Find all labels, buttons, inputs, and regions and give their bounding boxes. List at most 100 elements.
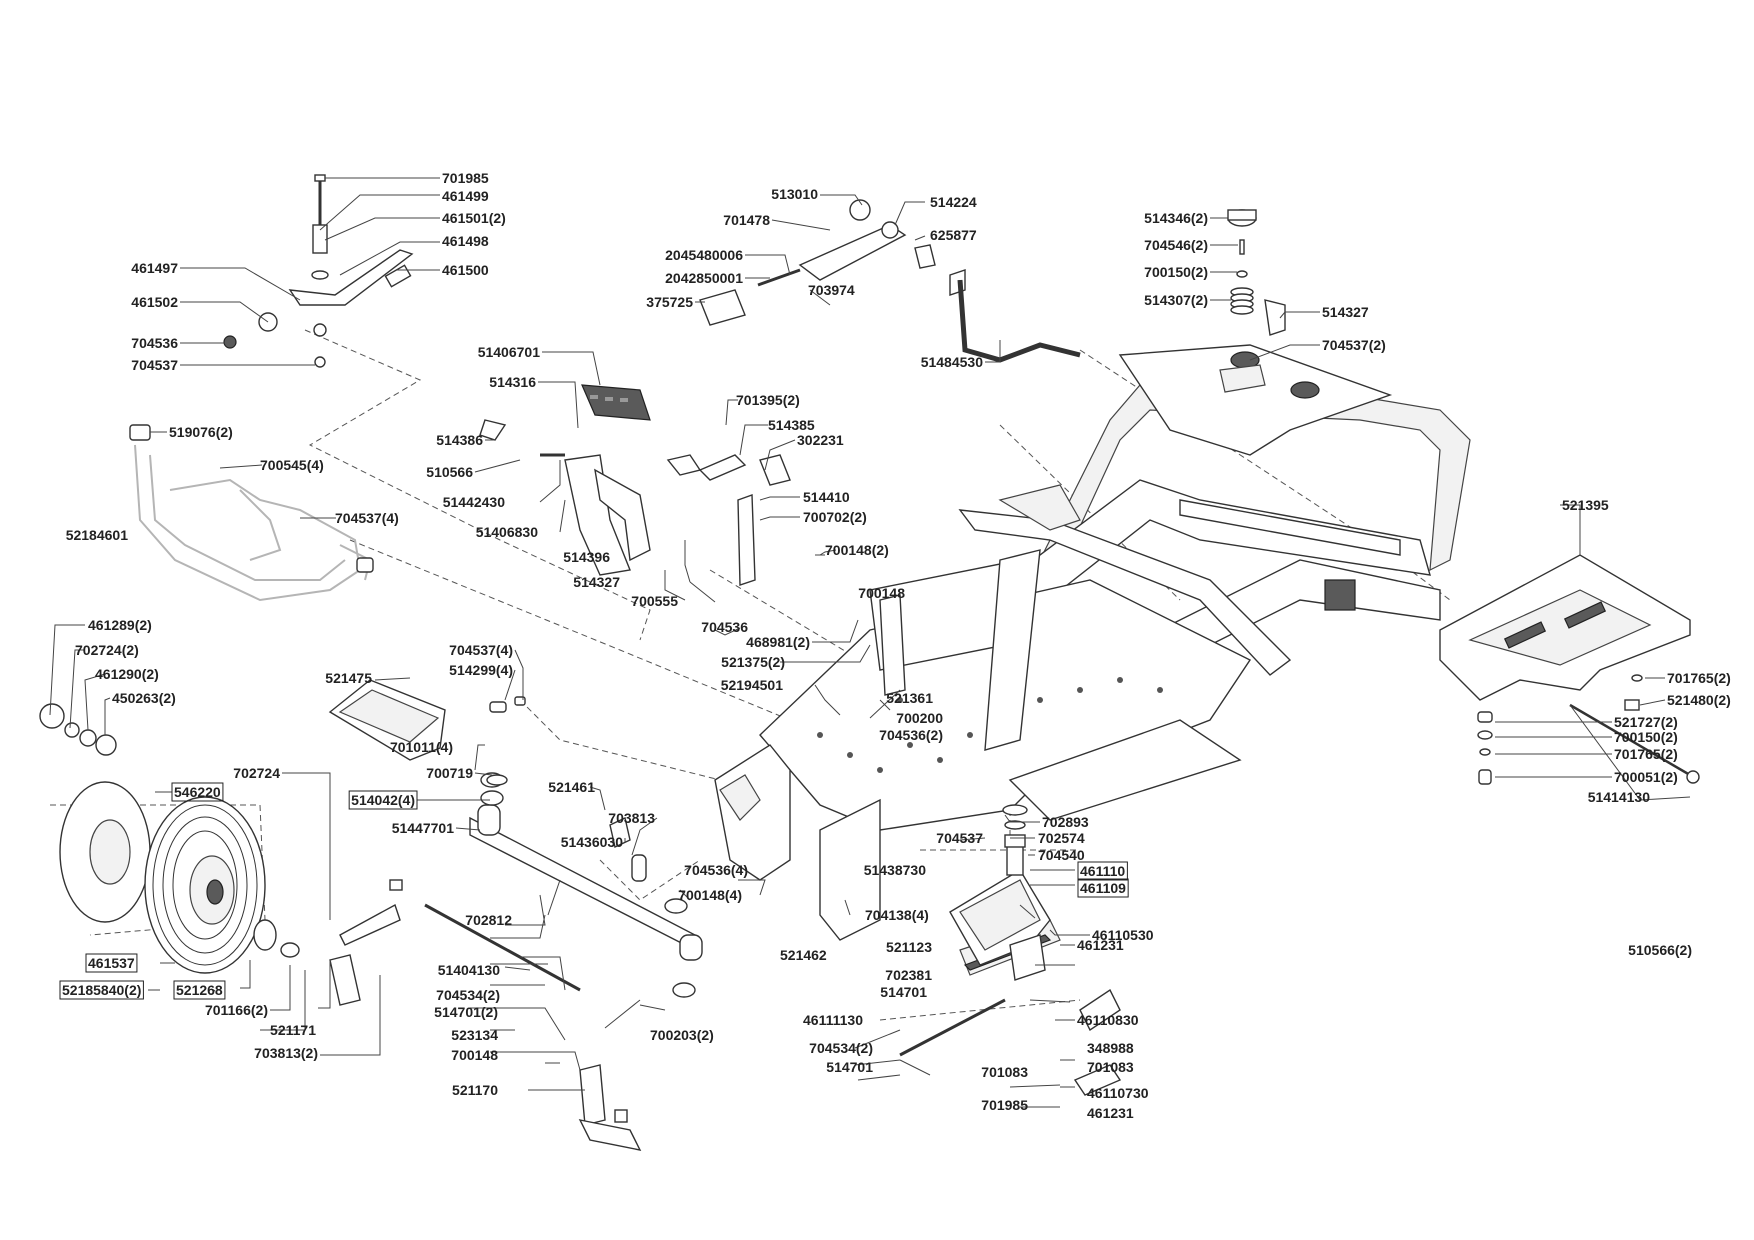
part-label: 521727(2)	[1614, 714, 1678, 730]
part-label: 461497	[131, 260, 178, 276]
part-label: 461500	[442, 262, 489, 278]
label-box	[59, 980, 144, 1000]
part-label: 704536(2)	[879, 727, 943, 743]
part-label: 519076(2)	[169, 424, 233, 440]
part-label: 701083	[981, 1064, 1028, 1080]
part-label: 461290(2)	[95, 666, 159, 682]
part-label: 461289(2)	[88, 617, 152, 633]
lift-lever-assembly	[223, 174, 414, 368]
part-label: 514701(2)	[434, 1004, 498, 1020]
part-label: 302231	[797, 432, 844, 448]
part-label: 701083	[1087, 1059, 1134, 1075]
part-label: 51438730	[864, 862, 927, 878]
part-labels: 701985461499461501(2)4614984615004614974…	[59, 170, 1731, 1121]
part-label: 704537(4)	[335, 510, 399, 526]
part-label: 702724(2)	[75, 642, 139, 658]
part-label: 700702(2)	[803, 509, 867, 525]
part-label: 52194501	[721, 677, 784, 693]
part-label: 51436030	[561, 834, 624, 850]
part-label: 700203(2)	[650, 1027, 714, 1043]
part-label: 700555	[631, 593, 678, 609]
part-label: 521480(2)	[1667, 692, 1731, 708]
part-label: 521395	[1562, 497, 1609, 513]
part-label: 514299(4)	[449, 662, 513, 678]
label-box	[1077, 861, 1128, 881]
part-label: 51406701	[478, 344, 541, 360]
part-label: 514327	[1322, 304, 1369, 320]
part-label: 510566(2)	[1628, 942, 1692, 958]
part-label: 704534(2)	[809, 1040, 873, 1056]
part-label: 514224	[930, 194, 977, 210]
label-box	[348, 790, 418, 810]
part-label: 514396	[563, 549, 610, 565]
part-label: 513010	[771, 186, 818, 202]
part-label: 521268	[176, 982, 223, 998]
part-label: 450263(2)	[112, 690, 176, 706]
part-label: 51447701	[392, 820, 455, 836]
part-label: 703974	[808, 282, 855, 298]
part-label: 704537(4)	[449, 642, 513, 658]
part-label: 521462	[780, 947, 827, 963]
front-bumper-52184601	[129, 424, 374, 602]
part-label: 461231	[1087, 1105, 1134, 1121]
front-wheel-assembly	[39, 703, 300, 974]
part-label: 348988	[1087, 1040, 1134, 1056]
part-label: 461501(2)	[442, 210, 506, 226]
part-label: 521461	[548, 779, 595, 795]
part-label: 704546(2)	[1144, 237, 1208, 253]
part-label: 2042850001	[665, 270, 743, 286]
part-label: 700150(2)	[1614, 729, 1678, 745]
part-label: 2045480006	[665, 247, 743, 263]
part-label: 521171	[270, 1022, 316, 1038]
part-label: 704540	[1038, 847, 1085, 863]
part-label: 521375(2)	[721, 654, 785, 670]
part-label: 700148	[858, 585, 905, 601]
part-label: 51414130	[1588, 789, 1651, 805]
leader-lines	[49, 177, 1691, 1108]
part-label: 700719	[426, 765, 473, 781]
part-label: 461502	[131, 294, 178, 310]
part-label: 701985	[442, 170, 489, 186]
part-label: 375725	[646, 294, 693, 310]
part-label: 521361	[886, 690, 933, 706]
brake-lever-assembly	[699, 199, 1081, 363]
part-label: 700051(2)	[1614, 769, 1678, 785]
main-frame	[714, 344, 1471, 941]
part-label: 46110530	[1092, 927, 1154, 943]
part-label: 701166(2)	[205, 1002, 268, 1018]
pedal-assembly	[479, 384, 791, 586]
part-label: 700200	[896, 710, 943, 726]
part-label: 700148(4)	[678, 887, 742, 903]
part-label: 701765(2)	[1614, 746, 1678, 762]
part-label: 51484530	[921, 354, 984, 370]
part-label: 701395(2)	[736, 392, 800, 408]
label-box	[85, 953, 138, 973]
seat-mount-parts	[1219, 209, 1286, 393]
part-label: 704537(2)	[1322, 337, 1386, 353]
part-label: 702724	[233, 765, 280, 781]
part-label: 514346(2)	[1144, 210, 1208, 226]
part-label: 514385	[768, 417, 815, 433]
part-label: 523134	[451, 1027, 498, 1043]
label-box	[173, 980, 226, 1000]
part-label: 701985	[981, 1097, 1028, 1113]
part-label: 700545(4)	[260, 457, 324, 473]
part-label: 51442430	[443, 494, 506, 510]
part-label: 514316	[489, 374, 536, 390]
footrest-plate-521395	[1439, 554, 1691, 701]
front-axle-51447701	[469, 772, 703, 998]
part-label: 52184601	[66, 527, 129, 543]
part-label: 514410	[803, 489, 850, 505]
part-label: 46111130	[803, 1012, 863, 1028]
part-label: 521475	[325, 670, 372, 686]
part-label: 702812	[465, 912, 512, 928]
part-label: 461109	[1080, 880, 1126, 896]
part-label: 468981(2)	[746, 634, 810, 650]
part-label: 703813(2)	[254, 1045, 318, 1061]
part-label: 51406830	[476, 524, 539, 540]
part-label: 701478	[723, 212, 770, 228]
part-label: 514386	[436, 432, 483, 448]
part-label: 46110830	[1077, 1012, 1139, 1028]
part-label: 461231	[1077, 937, 1124, 953]
part-label: 701011(4)	[390, 739, 453, 755]
